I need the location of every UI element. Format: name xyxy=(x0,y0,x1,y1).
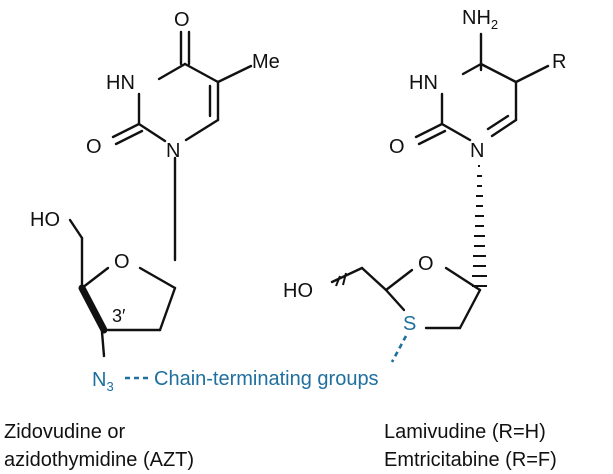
nrti-carbonyl-oxygen: O xyxy=(389,136,405,158)
nrti-caption-line-1: Lamivudine (R=H) xyxy=(384,421,546,443)
azt-pyrimidine-bonds xyxy=(111,30,253,262)
chain-terminating-annotation: Chain-terminating groups xyxy=(125,335,408,390)
nrti-amino-group: NH2 xyxy=(462,7,498,32)
azt-caption-line-1: Zidovudine or xyxy=(4,421,126,443)
chain-terminating-label: Chain-terminating groups xyxy=(154,368,379,390)
azt-caption-line-2: azidothymidine (AZT) xyxy=(4,449,194,471)
azt-methyl-group: Me xyxy=(252,51,280,73)
nrti-ring-nh: HN xyxy=(409,72,438,94)
nrti-sulfur: S xyxy=(403,313,416,335)
azt-3-prime-label: 3′ xyxy=(112,306,126,326)
nrti-dash-wedge xyxy=(335,272,347,287)
nrti-ring-oxygen: O xyxy=(418,253,434,275)
azt-hydroxyl: HO xyxy=(30,209,60,231)
nrti-hydroxyl: HO xyxy=(283,280,313,302)
nrti-r-substituent: R xyxy=(552,51,566,73)
azt-carbonyl-oxygen-left: O xyxy=(86,136,102,158)
nrti-hashed-bond xyxy=(472,165,487,287)
nrti-structure: NH2 R HN O N xyxy=(283,7,566,335)
azt-structure: O Me HN O N HO O 3′ N3 xyxy=(30,9,280,394)
nrti-sugar-bonds xyxy=(330,266,482,330)
azt-azide-group: N3 xyxy=(92,369,114,394)
azt-ring-oxygen: O xyxy=(114,251,130,273)
azt-ring-nitrogen: N xyxy=(166,140,180,162)
nrti-pyrimidine-bonds xyxy=(414,32,550,146)
nrti-caption-line-2: Emtricitabine (R=F) xyxy=(384,449,557,471)
azt-ring-nh: HN xyxy=(106,72,135,94)
azt-carbonyl-oxygen-top: O xyxy=(174,9,190,31)
azt-sugar-bonds xyxy=(68,218,177,358)
nrti-ring-nitrogen: N xyxy=(470,140,484,162)
